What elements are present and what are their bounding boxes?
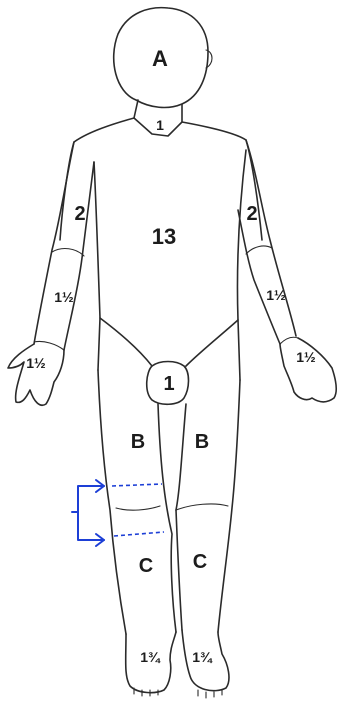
hand-left-outline [8,344,64,405]
torso-side-left [94,162,100,370]
calf-right-inner [176,510,182,630]
label-foot-left: 1¾ [140,649,161,665]
label-upper-arm-right: 2 [246,203,257,225]
label-thigh-right: B [195,431,209,453]
leg-right-outline [176,380,240,632]
label-hand-right: 1½ [296,349,316,365]
wrist-left-line [34,341,64,350]
torso-side-right [237,150,246,380]
blue-dashed-line-lower [114,532,164,536]
blue-bracket [72,486,104,540]
groin-line [100,318,238,366]
label-lower-leg-right: C [193,551,207,573]
label-genitals: 1 [163,373,174,395]
wrist-right-line [280,337,298,344]
elbow-right-line [246,246,272,254]
torso-outline [60,118,262,240]
arm-right-outline [238,140,296,344]
label-thigh-left: B [131,431,145,453]
label-neck: 1 [156,117,164,133]
label-forearm-left: 1½ [54,289,74,305]
label-head: A [152,46,168,71]
label-lower-leg-left: C [139,555,153,577]
label-hand-left: 1½ [26,355,46,371]
elbow-left-line [52,249,84,256]
label-foot-right: 1¾ [192,649,213,665]
knee-right-line [176,504,228,510]
leg-left-outline [98,370,176,634]
label-upper-arm-left: 2 [74,203,85,225]
label-forearm-right: 1½ [266,287,286,303]
arm-left-outline [34,142,94,350]
knee-left-line [116,506,160,510]
hand-right-outline [280,338,336,402]
label-trunk: 13 [152,224,176,249]
blue-dashed-line-upper [112,484,162,486]
